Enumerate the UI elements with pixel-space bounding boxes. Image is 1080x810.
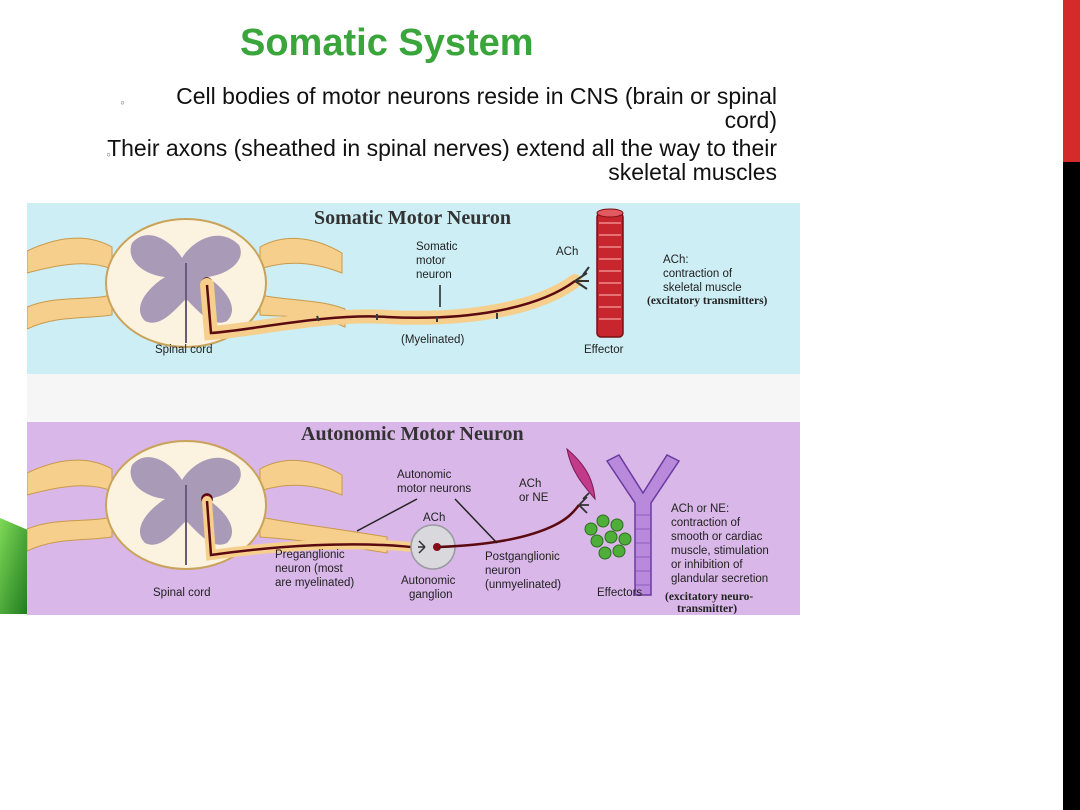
autonomic-panel-title: Autonomic Motor Neuron [301, 423, 524, 445]
ach-ne-label: or NE [519, 492, 549, 504]
preganglionic-label: neuron (most [275, 563, 344, 575]
autonomic-motor-label: motor neurons [397, 483, 471, 495]
autonomic-effect-label: ACh or NE: [671, 503, 729, 515]
bullet-text: Cell bodies of motor neurons reside in C… [176, 83, 777, 133]
postganglionic-label: (unmyelinated) [485, 579, 561, 591]
bullet-dot-icon: ◦ [120, 94, 125, 110]
somatic-effect-label: (excitatory transmitters) [647, 295, 768, 307]
somatic-neuron-label: motor [416, 255, 446, 267]
nerve-terminal-icon [578, 492, 590, 514]
effectors-label: Effectors [597, 587, 642, 599]
autonomic-panel: Autonomic Motor Neuron Autonomic motor n… [27, 422, 800, 615]
somatic-effect-label: ACh: [663, 254, 689, 266]
skeletal-muscle-icon [596, 208, 624, 338]
nerve-terminal-icon [574, 266, 590, 290]
decorative-green-tab [0, 518, 28, 614]
postganglionic-label: Postganglionic [485, 551, 560, 563]
bullet-item: ◦ Their axons (sheathed in spinal nerves… [106, 136, 777, 184]
postganglionic-label: neuron [485, 565, 521, 577]
somatic-spinal-cord-label: Spinal cord [155, 344, 213, 356]
somatic-effect-label: contraction of [663, 268, 733, 280]
bullet-item: ◦ Cell bodies of motor neurons reside in… [120, 84, 777, 132]
smooth-muscle-icon [566, 447, 596, 501]
autonomic-effect-label: transmitter) [677, 603, 737, 615]
autonomic-effect-label: contraction of [671, 517, 741, 529]
somatic-ach-label: ACh [556, 246, 578, 258]
autonomic-effect-label: or inhibition of [671, 559, 743, 571]
panel-gap [27, 374, 800, 422]
slide-title: Somatic System [240, 22, 534, 64]
somatic-panel-title: Somatic Motor Neuron [314, 207, 511, 229]
blood-vessel-icon [605, 454, 681, 596]
preganglionic-label: Preganglionic [275, 549, 345, 561]
autonomic-spinal-cord-label: Spinal cord [153, 587, 211, 599]
autonomic-effect-label: muscle, stimulation [671, 545, 769, 557]
decorative-black-bar [1063, 162, 1080, 810]
autonomic-ach-label: ACh [423, 512, 445, 524]
preganglionic-label: are myelinated) [275, 577, 354, 589]
ganglion-label: Autonomic [401, 575, 456, 587]
ganglion-label: ganglion [409, 589, 452, 601]
autonomic-effect-label: glandular secretion [671, 573, 768, 585]
gland-cells-icon [584, 514, 632, 560]
autonomic-motor-label: Autonomic [397, 469, 452, 481]
somatic-panel: Somatic Motor Neuron Somatic motor neuro… [27, 203, 800, 374]
bullet-dot-icon: ◦ [106, 146, 111, 162]
somatic-neuron-label: neuron [416, 269, 452, 281]
motor-neuron-figure: Somatic Motor Neuron Somatic motor neuro… [27, 203, 800, 615]
somatic-neuron-label: Somatic [416, 241, 458, 253]
autonomic-effect-label: smooth or cardiac [671, 531, 763, 543]
myelinated-label: (Myelinated) [401, 334, 464, 346]
somatic-effect-label: skeletal muscle [663, 282, 742, 294]
decorative-red-bar [1063, 0, 1080, 162]
ach-ne-label: ACh [519, 478, 541, 490]
autonomic-effect-label: (excitatory neuro- [665, 591, 753, 603]
effector-label: Effector [584, 344, 624, 356]
bullet-text: Their axons (sheathed in spinal nerves) … [107, 135, 777, 185]
